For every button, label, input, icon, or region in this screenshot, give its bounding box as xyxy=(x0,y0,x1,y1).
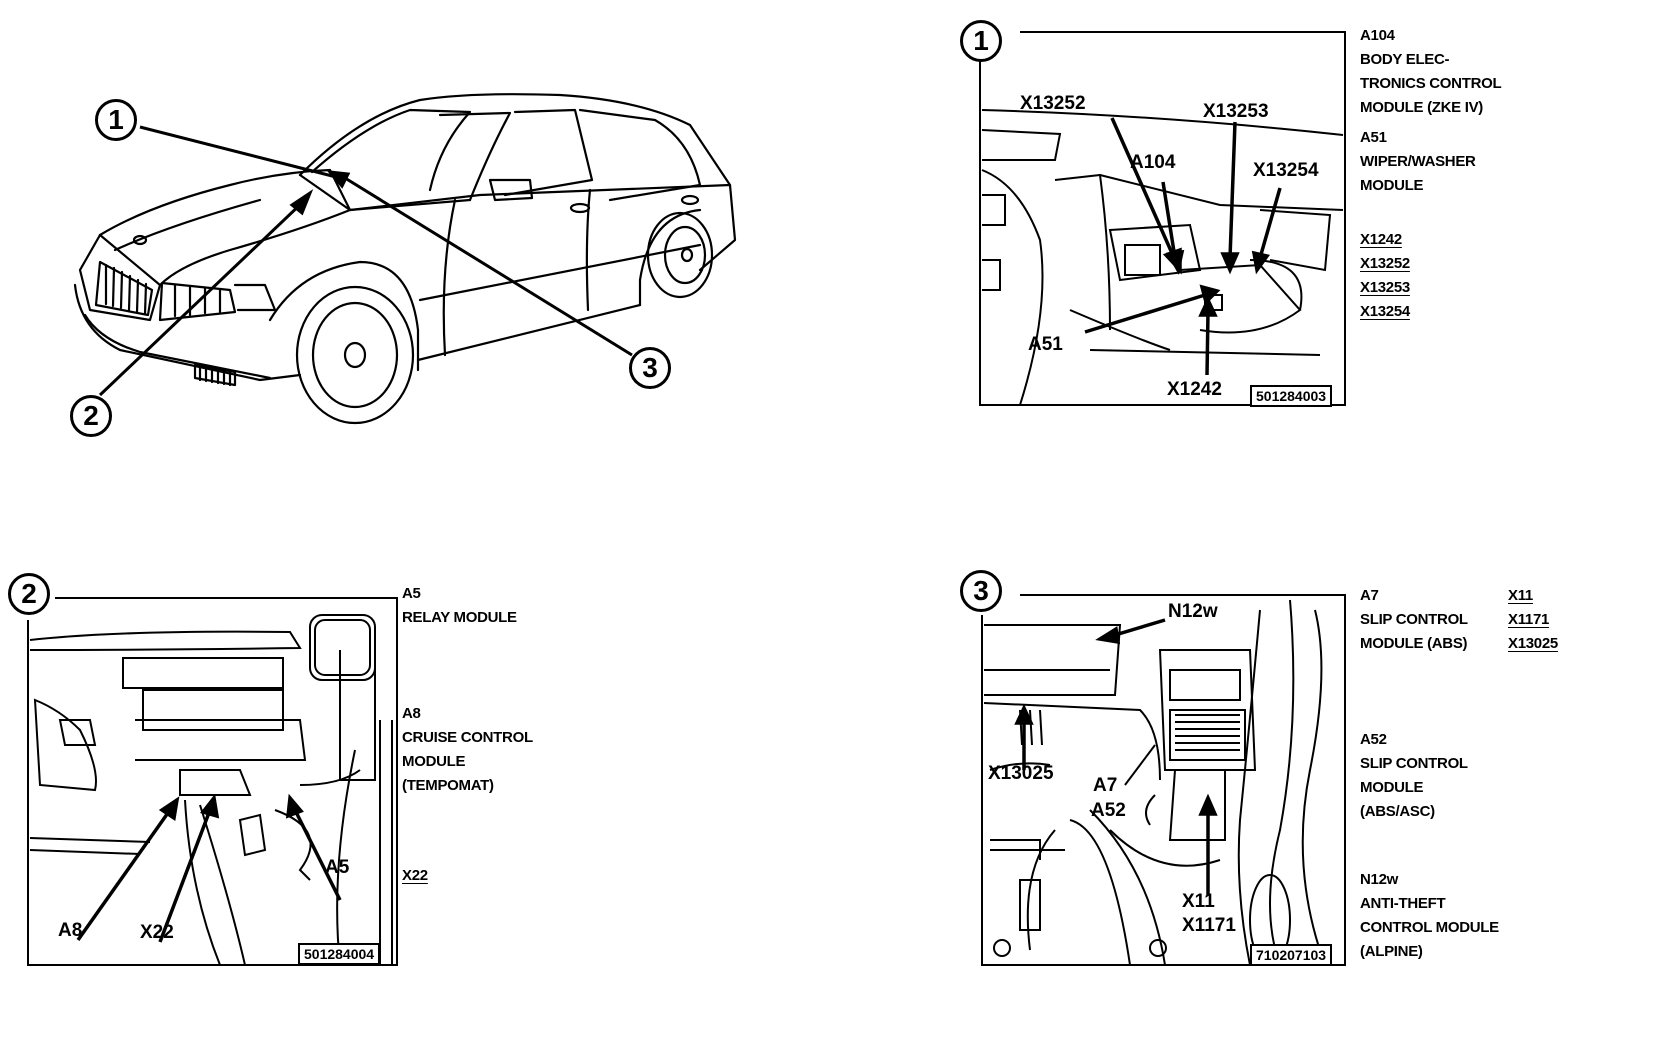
overview-car-illustration: 1 2 3 xyxy=(0,0,760,450)
detail-2-legend: A5 RELAY MODULE A8 CRUISE CONTROL MODULE… xyxy=(402,582,533,888)
callout-x1171: X1171 xyxy=(1182,915,1236,936)
detail-3-marker: 3 xyxy=(960,570,1002,612)
legend-connector: X13252 xyxy=(1360,255,1410,272)
legend-desc: TRONICS CONTROL xyxy=(1360,75,1502,92)
legend-desc: (ALPINE) xyxy=(1360,943,1423,960)
callout-x13253: X13253 xyxy=(1203,101,1269,122)
figure-id-2: 501284004 xyxy=(298,943,381,965)
detail-2-marker: 2 xyxy=(8,573,50,615)
legend-code: A5 xyxy=(402,585,421,602)
legend-code: A8 xyxy=(402,705,421,722)
detail-panel-3: 3 N12w X13025 A7 A52 X11 X1171 710207103… xyxy=(960,570,1580,970)
legend-code: A52 xyxy=(1360,731,1387,748)
legend-connector: X13025 xyxy=(1508,635,1558,652)
legend-connector: X13254 xyxy=(1360,303,1410,320)
legend-desc: WIPER/WASHER xyxy=(1360,153,1476,170)
legend-desc: MODULE (ZKE IV) xyxy=(1360,99,1483,116)
callout-x22: X22 xyxy=(140,922,174,943)
legend-desc: SLIP CONTROL xyxy=(1360,611,1468,628)
callout-a7: A7 xyxy=(1093,775,1118,796)
callout-x11: X11 xyxy=(1182,891,1215,912)
callout-x13025: X13025 xyxy=(988,763,1054,784)
legend-code: N12w xyxy=(1360,871,1398,888)
figure-id-1: 501284003 xyxy=(1250,385,1333,407)
legend-desc: MODULE xyxy=(1360,177,1424,194)
detail-panel-2: 2 A5 A8 X22 501284004 A5 RELAY MODULE A8… xyxy=(0,570,580,970)
overview-marker-1[interactable]: 1 xyxy=(95,99,137,141)
callout-x1242: X1242 xyxy=(1167,379,1222,400)
callout-x13254: X13254 xyxy=(1253,160,1319,181)
figure-id-3: 710207103 xyxy=(1250,944,1333,966)
detail-3-legend: A7 SLIP CONTROL MODULE (ABS) A52 SLIP CO… xyxy=(1360,584,1499,964)
legend-desc: (TEMPOMAT) xyxy=(402,777,494,794)
legend-desc: CONTROL MODULE xyxy=(1360,919,1499,936)
detail-1-legend: A104 BODY ELEC- TRONICS CONTROL MODULE (… xyxy=(1360,24,1502,324)
legend-desc: ANTI-THEFT xyxy=(1360,895,1446,912)
callout-a51: A51 xyxy=(1028,334,1063,355)
callout-a52: A52 xyxy=(1091,800,1126,821)
legend-connector: X11 xyxy=(1508,587,1533,604)
legend-connector: X1242 xyxy=(1360,231,1402,248)
overview-marker-2[interactable]: 2 xyxy=(70,395,112,437)
overview-marker-3[interactable]: 3 xyxy=(629,347,671,389)
legend-code: A104 xyxy=(1360,27,1395,44)
detail-1-frame xyxy=(979,31,1346,406)
legend-desc: CRUISE CONTROL xyxy=(402,729,533,746)
callout-a5: A5 xyxy=(325,857,350,878)
callout-n12w: N12w xyxy=(1168,601,1218,622)
legend-connector: X22 xyxy=(402,867,428,884)
legend-desc: BODY ELEC- xyxy=(1360,51,1450,68)
callout-a8: A8 xyxy=(58,920,83,941)
detail-panel-1: 1 X13252 X13253 A104 X13254 A51 X1242 50… xyxy=(960,10,1560,410)
detail-3-connector-list: X11 X1171 X13025 xyxy=(1508,584,1558,656)
legend-desc: MODULE xyxy=(1360,779,1424,796)
car-line-drawing xyxy=(73,93,737,425)
callout-a104: A104 xyxy=(1130,152,1176,173)
detail-3-frame xyxy=(981,594,1346,966)
legend-code: A7 xyxy=(1360,587,1379,604)
legend-desc: RELAY MODULE xyxy=(402,609,517,626)
legend-desc: MODULE (ABS) xyxy=(1360,635,1468,652)
detail-2-frame xyxy=(27,597,398,966)
legend-connector: X1171 xyxy=(1508,611,1550,628)
legend-desc: (ABS/ASC) xyxy=(1360,803,1435,820)
legend-desc: MODULE xyxy=(402,753,466,770)
legend-desc: SLIP CONTROL xyxy=(1360,755,1468,772)
legend-code: A51 xyxy=(1360,129,1387,146)
detail-1-marker: 1 xyxy=(960,20,1002,62)
legend-connector: X13253 xyxy=(1360,279,1410,296)
callout-x13252: X13252 xyxy=(1020,93,1086,114)
